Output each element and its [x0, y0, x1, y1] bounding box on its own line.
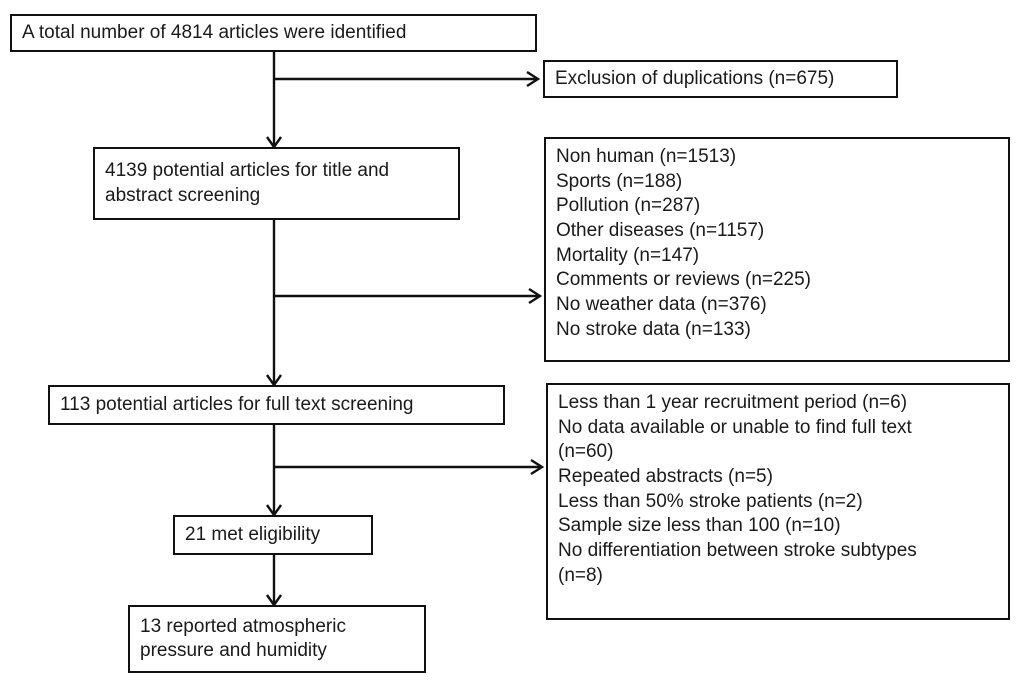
arrowhead-down-eligibility	[266, 504, 282, 518]
node-full-text-screening-label: 113 potential articles for full text scr…	[60, 393, 414, 415]
arrowhead-down-screening	[266, 136, 282, 150]
node-full-text-screening: 113 potential articles for full text scr…	[48, 385, 505, 425]
arrowhead-right-duplications	[526, 70, 541, 88]
arrowhead-down-reported	[266, 594, 282, 608]
node-title-abstract-screening: 4139 potential articles for title and ab…	[93, 147, 460, 220]
node-met-eligibility-label: 21 met eligibility	[185, 523, 321, 545]
node-articles-identified-label: A total number of 4814 articles were ide…	[22, 21, 407, 43]
node-screening-exclusions-label: Non human (n=1513) Sports (n=188) Pollut…	[556, 146, 812, 340]
node-reported-atmospheric-label: 13 reported atmospheric pressure and hum…	[140, 615, 346, 661]
node-reported-atmospheric: 13 reported atmospheric pressure and hum…	[128, 605, 426, 673]
arrowhead-right-fulltext-exclusions	[530, 458, 545, 476]
node-title-abstract-screening-label: 4139 potential articles for title and ab…	[105, 160, 390, 206]
node-exclusion-duplications-label: Exclusion of duplications (n=675)	[555, 67, 835, 89]
node-full-text-exclusions-label: Less than 1 year recruitment period (n=6…	[558, 392, 917, 586]
node-articles-identified: A total number of 4814 articles were ide…	[10, 14, 537, 52]
node-met-eligibility: 21 met eligibility	[173, 515, 373, 555]
arrowhead-down-fulltext	[266, 374, 282, 388]
node-screening-exclusions: Non human (n=1513) Sports (n=188) Pollut…	[544, 137, 1010, 362]
node-exclusion-duplications: Exclusion of duplications (n=675)	[543, 60, 898, 98]
arrowhead-right-screening-exclusions	[528, 287, 543, 305]
node-full-text-exclusions: Less than 1 year recruitment period (n=6…	[546, 383, 1010, 620]
